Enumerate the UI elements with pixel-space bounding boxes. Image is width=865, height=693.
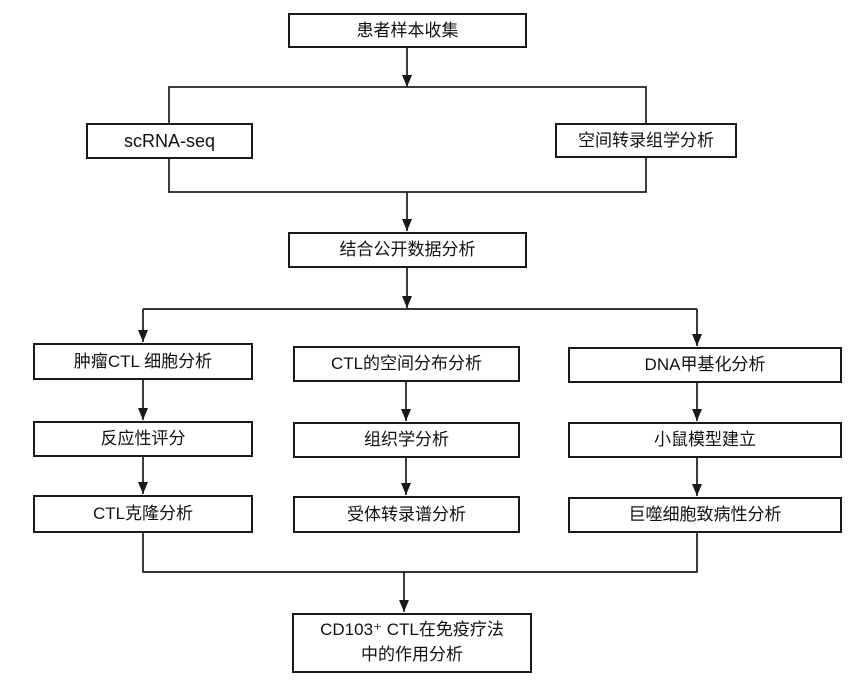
node-receptor-transcription-profile: 受体转录谱分析: [293, 496, 520, 533]
node-scrna-seq: scRNA-seq: [86, 123, 253, 159]
node-ctl-clone-analysis: CTL克隆分析: [33, 495, 253, 533]
node-patient-sample-collection: 患者样本收集: [288, 13, 527, 48]
node-public-data-analysis: 结合公开数据分析: [288, 232, 527, 268]
node-spatial-transcriptomics: 空间转录组学分析: [555, 123, 737, 158]
node-dna-methylation: DNA甲基化分析: [568, 347, 842, 383]
final-node-line2: 中的作用分析: [361, 645, 463, 664]
node-ctl-spatial-distribution: CTL的空间分布分析: [293, 346, 520, 382]
node-cd103-ctl-immunotherapy-role: CD103⁺ CTL在免疫疗法 中的作用分析: [292, 613, 532, 673]
node-histology-analysis: 组织学分析: [293, 422, 520, 458]
node-reactivity-score: 反应性评分: [33, 421, 253, 457]
merge3-bar: [142, 533, 698, 573]
final-node-line1: CD103⁺ CTL在免疫疗法: [320, 620, 504, 640]
node-tumor-ctl-analysis: 肿瘤CTL 细胞分析: [33, 343, 253, 380]
node-mouse-model: 小鼠模型建立: [568, 422, 842, 458]
node-macrophage-pathogenicity: 巨噬细胞致病性分析: [568, 497, 842, 533]
